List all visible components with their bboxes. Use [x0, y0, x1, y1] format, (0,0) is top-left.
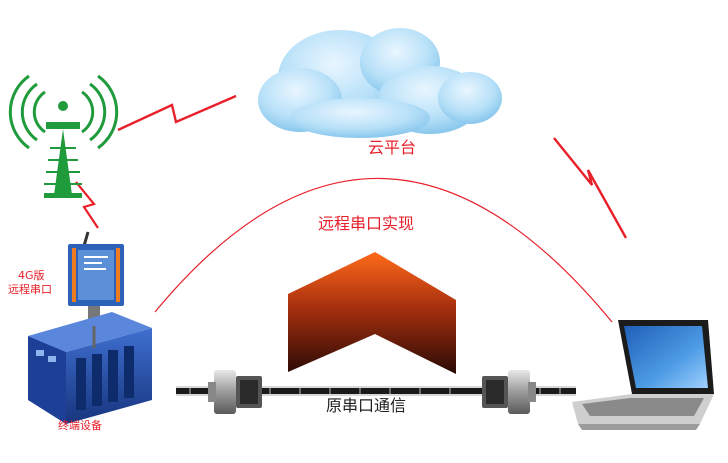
remote-serial-implementation-label: 远程串口实现	[318, 214, 415, 233]
wireless-link-bolt-tower	[75, 181, 99, 229]
db9-connector-right-icon	[482, 370, 536, 414]
device-4g-label-line2: 远程串口	[8, 283, 52, 296]
connection-arc	[154, 177, 613, 323]
original-serial-communication-label: 原串口通信	[326, 396, 407, 415]
remote-upward-arrow	[288, 252, 456, 374]
antenna-tower-icon	[8, 74, 119, 198]
cloud-platform-label: 云平台	[368, 138, 417, 157]
laptop-icon	[572, 320, 714, 430]
4g-serial-modem-icon	[68, 231, 124, 326]
wireless-link-bolt-right	[553, 137, 628, 239]
industrial-device-icon	[28, 312, 152, 424]
wireless-link-bolt-left	[117, 94, 237, 132]
device-4g-label-line1: 4G版	[18, 269, 45, 282]
db9-connector-left-icon	[208, 370, 262, 414]
cloud-icon	[258, 28, 502, 138]
terminal-device-label: 终端设备	[58, 419, 102, 432]
